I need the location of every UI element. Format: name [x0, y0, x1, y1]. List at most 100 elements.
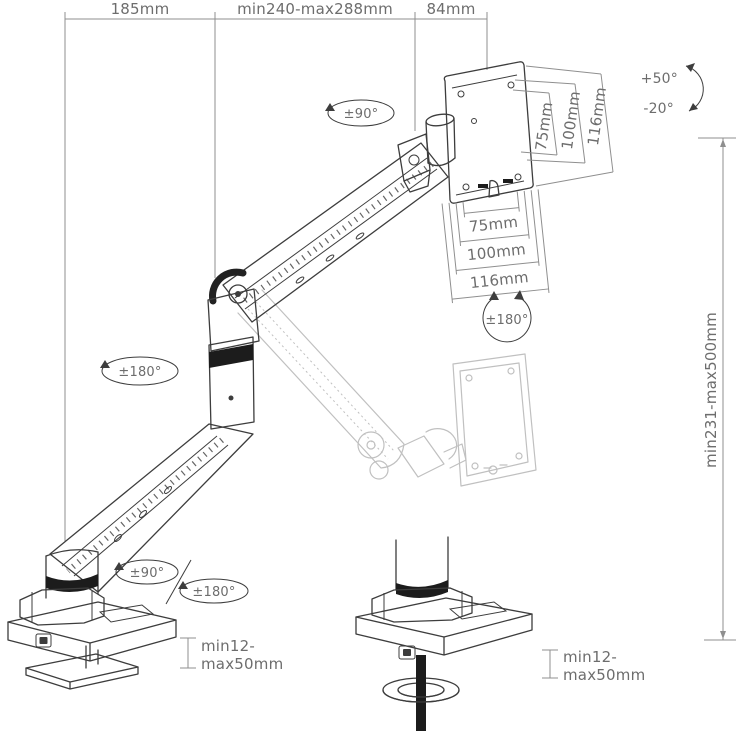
- vesa-below-ext-right: [516, 189, 550, 293]
- forearm-channel-lines: [61, 435, 229, 577]
- arm-swivel-arrow: [100, 360, 110, 368]
- upper-arm-vent-3: [355, 232, 365, 240]
- tilt-arc: [685, 65, 704, 112]
- head-swivel-ellipse: [327, 99, 395, 127]
- height-arrow-top: [720, 139, 726, 147]
- tilt-arrow-down: [689, 103, 698, 111]
- ghost-forearm-beam: [237, 289, 405, 469]
- head-assembly: [397, 113, 456, 193]
- angle-label-arm-swivel: ±180°: [118, 365, 161, 380]
- grommet-base: [355, 536, 533, 731]
- vesa-below-ext-left: [441, 201, 466, 304]
- forearm-vent-1: [113, 534, 123, 542]
- dim-label-vesa-below-116: 116mm: [469, 268, 529, 292]
- dim-label-min240-max288mm: min240-max288mm: [237, 0, 393, 18]
- clamp-plate-front: [7, 619, 177, 662]
- tilt-arrow-up: [686, 63, 695, 72]
- ghost-arm-position: [237, 289, 537, 487]
- grommet-button: [398, 645, 416, 660]
- base-rotation-arrow: [178, 581, 188, 589]
- ghost-wrist-hook: [425, 428, 458, 460]
- vesa-rotation-circle: [482, 295, 532, 343]
- grommet-button-inner: [403, 649, 411, 656]
- vesa-rotation-arrow-left: [489, 291, 499, 300]
- elbow-knob: [228, 284, 248, 304]
- tilt-indicator: +50° -20°: [641, 63, 704, 117]
- upper-arm-vent-2: [325, 254, 335, 262]
- ghost-vesa-plate-inner: [459, 362, 529, 477]
- dim-label-height-range: min231-max500mm: [702, 312, 720, 468]
- clamp-base: [7, 549, 177, 690]
- head-pivot-pin: [408, 154, 420, 166]
- vesa-quick-release-clip: [488, 179, 500, 198]
- clamp-adjust-button: [35, 633, 52, 648]
- forearm-vent-2: [138, 510, 148, 518]
- shoulder-post: [208, 336, 255, 430]
- vesa-plate: [443, 61, 534, 204]
- upper-arm-channel-lines: [234, 157, 438, 310]
- upper-arm-beam: [222, 142, 449, 323]
- clamp-thickness-callout: min12- max50mm: [180, 637, 283, 673]
- vesa-side-dim-100: [514, 79, 586, 164]
- arm-swivel-indicator: ±180°: [100, 356, 179, 386]
- top-dimension-chain: 185mm min240-max288mm 84mm: [64, 0, 488, 541]
- vesa-side-dimensions: 75mm 100mm 116mm: [512, 65, 614, 187]
- ghost-vesa-clip: [488, 465, 498, 475]
- vesa-hole-inner-top: [471, 118, 477, 124]
- vesa-hole-bl: [462, 183, 470, 191]
- grommet-post-sides: [395, 536, 449, 591]
- vesa-plate-edge-lines: [451, 74, 525, 196]
- ghost-vesa-hole-tl: [465, 374, 473, 382]
- clamp-plate-slot: [98, 604, 155, 623]
- dim-label-vesa-below-75: 75mm: [468, 213, 519, 236]
- ghost-wrist-clevis: [397, 435, 445, 478]
- elbow-assembly: [207, 268, 260, 430]
- head-cylinder-cap: [425, 113, 455, 127]
- angle-label-tilt-up: +50°: [641, 71, 678, 87]
- shoulder-post-screw: [228, 395, 234, 401]
- ghost-joint-circle-small: [369, 460, 389, 480]
- upper-arm-spring-hatch: [238, 161, 434, 307]
- vesa-below-dim-lines: [452, 207, 549, 300]
- vesa-plate-outline: [443, 61, 534, 204]
- vesa-hole-tl: [457, 90, 465, 98]
- vesa-rotation-arrow-right: [514, 290, 524, 300]
- dim-label-185mm: 185mm: [111, 0, 170, 18]
- clamp-collar: [19, 587, 105, 626]
- elbow-body: [207, 288, 260, 352]
- grommet-bolt: [416, 655, 426, 731]
- ghost-vesa-hole-bl: [471, 462, 479, 470]
- vesa-side-dim-75: [512, 89, 558, 156]
- dim-label-vesa-side-100: 100mm: [558, 90, 584, 151]
- angle-label-tilt-down: -20°: [643, 101, 674, 117]
- base-rotation-ellipse: [179, 578, 249, 604]
- ghost-joint-circle-large: [357, 431, 385, 459]
- head-swivel-arrow: [325, 103, 335, 111]
- vesa-hole-br: [514, 173, 522, 181]
- elbow-dark-cap: [209, 268, 247, 305]
- dim-label-84mm: 84mm: [426, 0, 475, 18]
- grommet-thickness-ibeam: [542, 649, 558, 679]
- vesa-below-dimensions: 75mm 100mm 116mm: [441, 189, 550, 304]
- grommet-collar: [371, 587, 473, 623]
- ghost-vesa-hole-br: [515, 452, 523, 460]
- vesa-slot-right: [503, 179, 513, 183]
- callout-slash: [165, 559, 192, 605]
- ghost-vesa-plate: [452, 353, 537, 487]
- angle-label-base-swivel: ±90°: [130, 566, 165, 581]
- ghost-vesa-hole-tr: [507, 367, 515, 375]
- clamp-arm-bar: [85, 645, 99, 669]
- ghost-plate-link: [443, 443, 467, 469]
- dim-label-vesa-side-75: 75mm: [532, 101, 557, 152]
- ghost-beam-channel: [247, 301, 396, 460]
- clamp-pad-front: [25, 666, 139, 690]
- head-swivel-indicator: ±90°: [325, 99, 395, 127]
- forearm-spring-hatch: [66, 437, 224, 574]
- dim-label-grommet-thickness-2: max50mm: [563, 666, 645, 684]
- vesa-rotation-indicator: ±180°: [482, 290, 532, 343]
- clamp-post-top: [45, 549, 99, 557]
- clamp-thickness-ibeam: [180, 637, 196, 669]
- upper-arm-vent-1: [295, 276, 305, 284]
